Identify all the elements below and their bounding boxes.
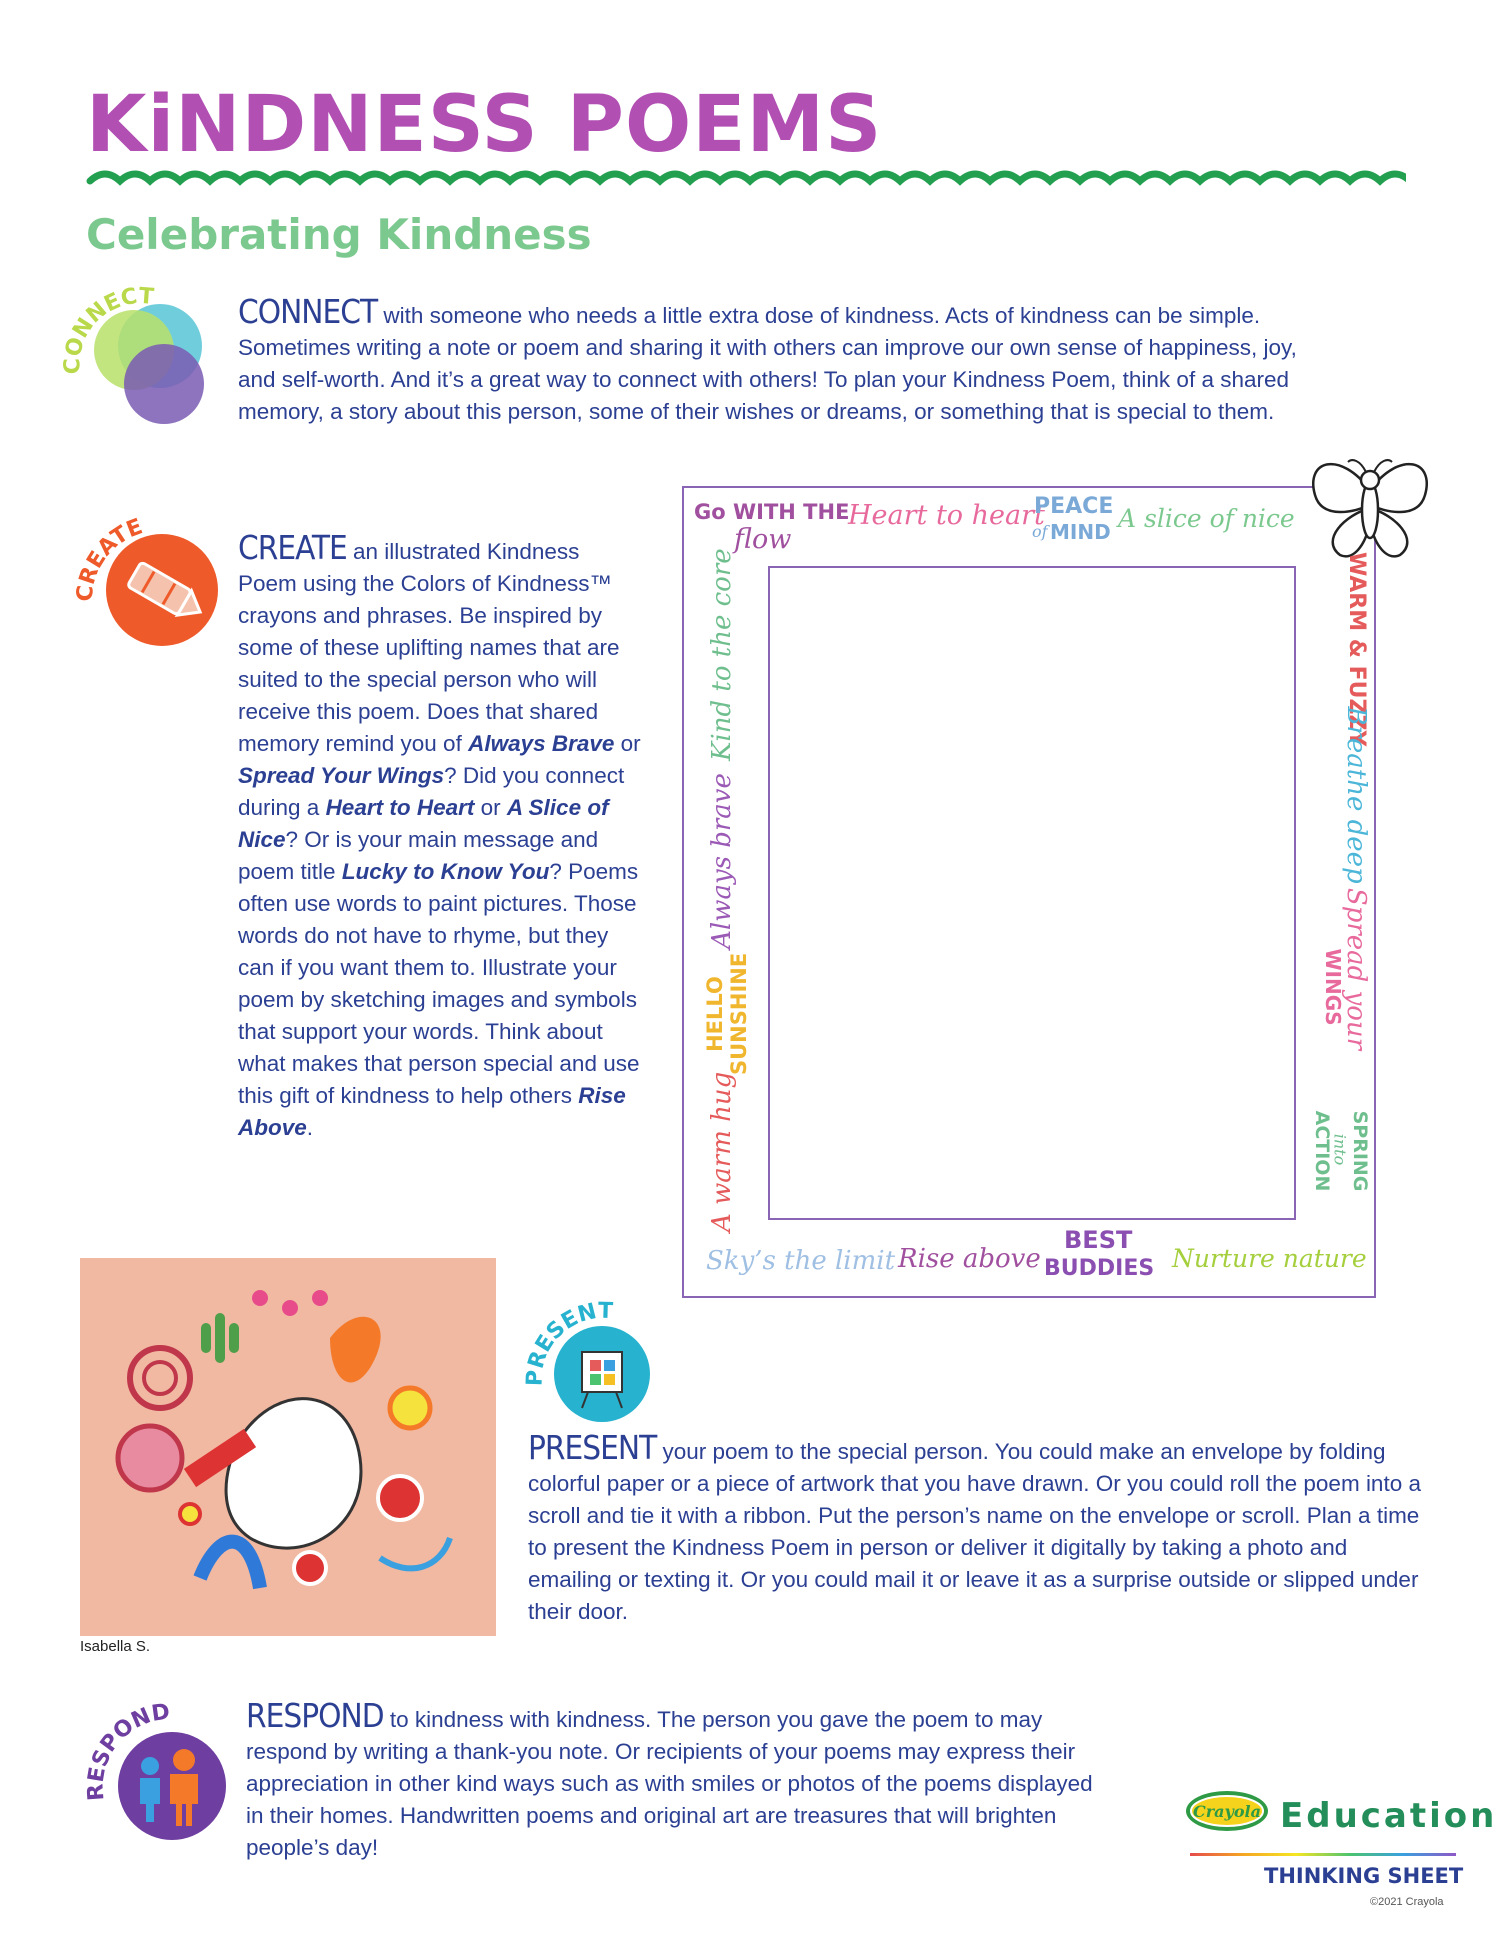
poem-writing-area[interactable]: [768, 566, 1296, 1220]
create-bold-1: Always Brave: [468, 731, 615, 756]
phrase-nurture-nature: Nurture nature: [1172, 1244, 1367, 1273]
phrase-rise-above: Rise above: [898, 1244, 1041, 1274]
create-bold-2: Spread Your Wings: [238, 763, 445, 788]
create-text-6: ? Poems often use words to paint picture…: [238, 859, 640, 1108]
phrase-of: of: [1032, 522, 1048, 541]
present-text: your poem to the special person. You cou…: [528, 1439, 1421, 1624]
phrase-spread-your: Spread your: [1341, 887, 1371, 1051]
phrase-action: ACTION: [1311, 1110, 1333, 1192]
create-text-7: .: [306, 1115, 314, 1140]
phrase-into: into: [1330, 1133, 1350, 1166]
connect-paragraph: CONNECT with someone who needs a little …: [238, 295, 1318, 428]
poem-outer-frame: [682, 486, 1376, 1298]
phrase-best: BEST: [1064, 1226, 1133, 1254]
artwork-caption: Isabella S.: [80, 1638, 151, 1655]
phrase-spring: SPRING: [1349, 1110, 1371, 1192]
connect-keyword: CONNECT: [238, 292, 378, 331]
copyright-notice: ©2021 Crayola: [1370, 1896, 1444, 1908]
create-bold-3: Heart to Heart: [325, 795, 475, 820]
phrase-mind: MIND: [1050, 520, 1111, 544]
phrase-always-brave: Always brave: [707, 773, 737, 949]
connect-text: with someone who needs a little extra do…: [238, 303, 1297, 424]
phrase-kind-to-the-core: Kind to the core: [707, 548, 737, 761]
page-title: KiNDNESS POEMS: [86, 80, 883, 170]
phrase-slice-of-nice: A slice of nice: [1118, 504, 1295, 533]
student-artwork-image: [80, 1258, 496, 1636]
phrase-warm-fuzzy: WARM & FUZZY: [1344, 552, 1369, 747]
phrase-wings: WINGS: [1321, 948, 1345, 1026]
create-text-2: or: [614, 731, 641, 756]
phrase-flow: flow: [734, 524, 792, 555]
create-bold-4: A Slice of Nice: [238, 795, 609, 852]
create-paragraph: CREATE an illustrated Kindness Poem usin…: [238, 531, 643, 1144]
respond-keyword: RESPOND: [246, 1696, 385, 1735]
create-text-5: ? Or is your main message and poem title: [238, 827, 599, 884]
create-icon: CREATE: [73, 510, 224, 660]
phrase-skys-the-limit: Sky’s the limit: [706, 1246, 896, 1276]
phrase-breathe-deep: Breathe deep: [1341, 706, 1371, 884]
connect-icon: CONNECT: [60, 284, 212, 434]
present-paragraph: PRESENT your poem to the special person.…: [528, 1431, 1428, 1628]
create-bold-5: Lucky to Know You: [341, 859, 550, 884]
create-text-4: or: [474, 795, 507, 820]
phrase-sunshine: SUNSHINE: [727, 952, 751, 1075]
create-keyword: CREATE: [238, 528, 348, 567]
rainbow-divider: [1190, 1853, 1456, 1856]
create-bold-6: Rise Above: [238, 1083, 626, 1140]
phrase-heart-to-heart: Heart to heart: [848, 500, 1045, 531]
butterfly-icon: [1300, 450, 1440, 570]
crayola-logo: Crayola: [1184, 1788, 1270, 1834]
present-icon: PRESENT: [516, 1290, 666, 1440]
phrase-a-warm-hug: A warm hug: [707, 1071, 737, 1232]
create-text-3: ? Did you connect during a: [238, 763, 625, 820]
phrase-buddies: BUDDIES: [1044, 1256, 1155, 1281]
wavy-divider: [86, 170, 1406, 186]
respond-icon: RESPOND: [78, 1690, 238, 1850]
phrase-peace: PEACE: [1034, 494, 1114, 519]
phrase-hello: HELLO: [703, 976, 727, 1052]
present-keyword: PRESENT: [528, 1428, 657, 1467]
crayola-logo-text: Crayola: [1193, 1802, 1261, 1821]
thinking-sheet-label: THINKING SHEET: [1264, 1864, 1464, 1888]
respond-paragraph: RESPOND to kindness with kindness. The p…: [246, 1699, 1106, 1864]
phrase-go-with-the: Go WITH THE: [694, 500, 850, 524]
education-label: Education: [1280, 1796, 1498, 1836]
create-text-1: an illustrated Kindness Poem using the C…: [238, 539, 620, 756]
respond-text: to kindness with kindness. The person yo…: [246, 1707, 1093, 1860]
page-subtitle: Celebrating Kindness: [86, 210, 592, 259]
